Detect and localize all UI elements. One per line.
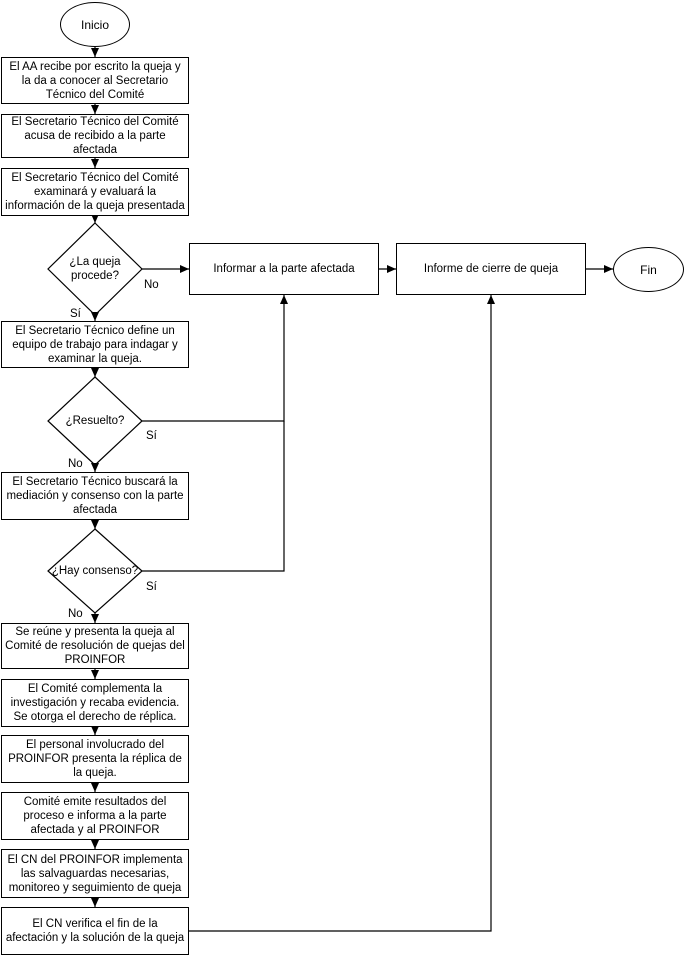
decision-resuelto-text: ¿Resuelto? <box>52 413 138 429</box>
decision-label: ¿Hay consenso? <box>51 565 139 577</box>
decision-procede-text: ¿La queja procede? <box>60 253 130 285</box>
step-staff-reply: El personal involucrado del PROINFOR pre… <box>1 735 189 783</box>
start-label: Inicio <box>80 17 109 32</box>
step-present-to-committee: Se reúne y presenta la queja al Comité d… <box>1 623 189 669</box>
closure-report-box: Informe de cierre de queja <box>396 243 586 295</box>
closure-text: Informe de cierre de queja <box>423 263 559 275</box>
step-text: El Secretario Técnico define un equipo d… <box>12 324 178 365</box>
step-receive-complaint: El AA recibe por escrito la queja y la d… <box>1 57 189 104</box>
step-text: Comité emite resultados del proceso e in… <box>23 796 167 836</box>
start-terminal: Inicio <box>60 2 130 47</box>
step-define-team: El Secretario Técnico define un equipo d… <box>1 321 189 368</box>
step-text: El Secretario Técnico del Comité examina… <box>5 172 185 212</box>
edge-label-consenso-si: Sí <box>146 581 157 593</box>
decision-consenso-text: ¿Hay consenso? <box>44 563 146 579</box>
step-text: El Secretario Técnico del Comité acusa d… <box>11 116 179 156</box>
step-text: El personal involucrado del PROINFOR pre… <box>8 739 182 779</box>
decision-label: ¿Resuelto? <box>65 415 125 427</box>
step-text: El CN verifica el fin de la afectación y… <box>5 918 185 944</box>
end-terminal: Fin <box>613 247 684 292</box>
step-text: El Comité complementa la investigación y… <box>10 683 180 723</box>
inform-affected-party-box: Informar a la parte afectada <box>189 243 379 295</box>
step-committee-results: Comité emite resultados del proceso e in… <box>1 792 189 840</box>
decision-label: ¿La queja procede? <box>69 256 121 282</box>
step-text: El CN del PROINFOR implementa las salvag… <box>7 853 183 894</box>
step-verify-resolution: El CN verifica el fin de la afectación y… <box>1 907 189 955</box>
inform-text: Informar a la parte afectada <box>213 263 355 275</box>
edge-label-procede-no: No <box>144 279 159 291</box>
edge-label-procede-si: Sí <box>70 308 81 320</box>
edge-label-resuelto-si: Sí <box>146 430 157 442</box>
edge-label-resuelto-no: No <box>68 458 83 470</box>
step-committee-investigation: El Comité complementa la investigación y… <box>1 679 189 727</box>
step-text: El AA recibe por escrito la queja y la d… <box>9 60 181 101</box>
end-label: Fin <box>640 262 657 277</box>
step-evaluate-information: El Secretario Técnico del Comité examina… <box>1 168 189 216</box>
step-mediation: El Secretario Técnico buscará la mediaci… <box>1 472 189 520</box>
step-acknowledge-receipt: El Secretario Técnico del Comité acusa d… <box>1 114 189 158</box>
step-text: Se reúne y presenta la queja al Comité d… <box>5 626 185 666</box>
step-text: El Secretario Técnico buscará la mediaci… <box>6 476 184 516</box>
edge-label-consenso-no: No <box>68 608 83 620</box>
step-implement-safeguards: El CN del PROINFOR implementa las salvag… <box>1 849 189 898</box>
